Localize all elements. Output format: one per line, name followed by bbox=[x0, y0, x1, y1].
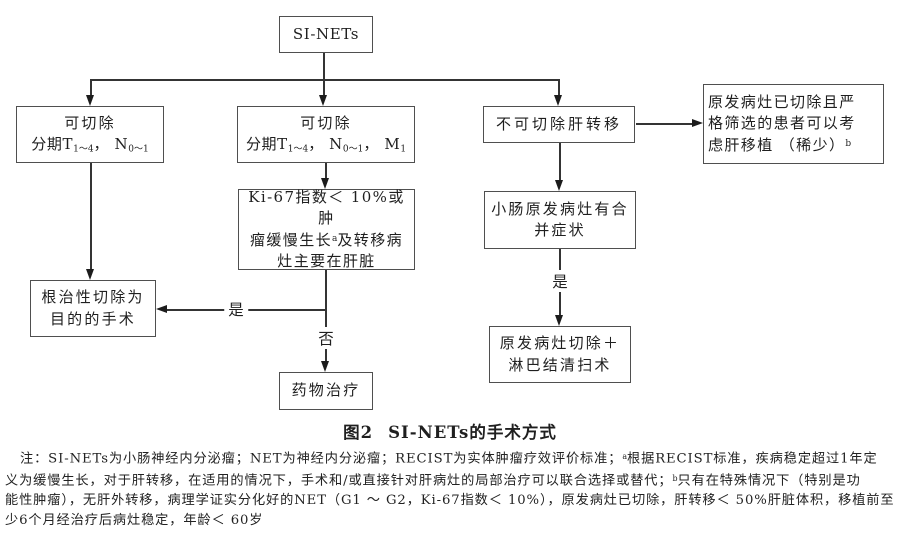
arrowhead-into-radical-right bbox=[156, 305, 167, 313]
node-radical-surgery-line1: 根治性切除为 bbox=[41, 288, 145, 307]
node-liver-transplant-line3: 虑肝移植 （稀少）b bbox=[708, 135, 852, 154]
edge-unresectable-to-symptoms bbox=[559, 143, 561, 181]
node-primary-symptoms: 小肠原发病灶有合 并症状 bbox=[484, 191, 636, 249]
node-radical-surgery: 根治性切除为 目的的手术 bbox=[30, 280, 156, 337]
node-liver-transplant-line1: 原发病灶已切除且严 bbox=[708, 93, 856, 112]
node-resectable-m1-line1: 可切除 bbox=[300, 113, 352, 132]
figure-number: 图2 bbox=[343, 423, 374, 442]
edge-root-stem bbox=[323, 53, 325, 80]
node-resection-lymphadenectomy-line2: 淋巴结清扫术 bbox=[508, 355, 612, 374]
node-liver-transplant-line2: 格筛选的患者可以考 bbox=[708, 114, 856, 133]
node-drug-therapy: 药物治疗 bbox=[279, 372, 373, 410]
edge-to-transplant bbox=[636, 123, 693, 125]
figure-caption: 图2 SI-NETs的手术方式 bbox=[0, 419, 900, 443]
edge-label-yes-left: 是 bbox=[224, 298, 248, 320]
edge-label-no: 否 bbox=[314, 327, 338, 349]
node-root-label: SI-NETs bbox=[292, 24, 360, 43]
node-primary-symptoms-line2: 并症状 bbox=[534, 221, 586, 239]
footnote-line-1: 注：SI-NETs为小肠神经内分泌瘤；NET为神经内分泌瘤；RECIST为实体肿… bbox=[20, 451, 878, 467]
edge-resectable-to-radical bbox=[90, 163, 92, 270]
node-ki67-line1: Ki-67指数＜ 10%或肿 bbox=[248, 187, 405, 228]
node-resection-lymphadenectomy-line1: 原发病灶切除＋ bbox=[499, 334, 621, 353]
node-drug-therapy-label: 药物治疗 bbox=[291, 381, 361, 400]
node-resectable-m1: 可切除 分期T1～4， N0～1， M1 bbox=[237, 106, 415, 163]
edge-m1-to-ki67 bbox=[325, 163, 327, 179]
edge-drop-right bbox=[558, 79, 560, 96]
arrowhead-into-radical bbox=[86, 269, 94, 280]
node-primary-symptoms-line1: 小肠原发病灶有合 bbox=[491, 199, 629, 218]
node-ki67-line2: 瘤缓慢生长a及转移病 bbox=[250, 230, 403, 249]
arrowhead-into-resectable-m1 bbox=[319, 95, 327, 106]
node-resectable-line1: 可切除 bbox=[64, 113, 116, 132]
node-unresectable-liver-mets-label: 不可切除肝转移 bbox=[495, 114, 622, 133]
node-resectable-m1-line2: 分期T1～4， N0～1， M1 bbox=[245, 135, 407, 155]
arrowhead-into-drug bbox=[321, 361, 329, 372]
node-ki67-criteria: Ki-67指数＜ 10%或肿 瘤缓慢生长a及转移病 灶主要在肝脏 bbox=[238, 187, 415, 270]
node-liver-transplant: 原发病灶已切除且严 格筛选的患者可以考 虑肝移植 （稀少）b bbox=[703, 84, 884, 164]
node-resectable: 可切除 分期T1～4， N0～1 bbox=[16, 106, 164, 163]
node-radical-surgery-line2: 目的的手术 bbox=[49, 309, 136, 328]
node-resection-lymphadenectomy: 原发病灶切除＋ 淋巴结清扫术 bbox=[489, 326, 631, 383]
edge-ki67-no bbox=[325, 270, 327, 362]
figure-title: SI-NETs的手术方式 bbox=[388, 423, 557, 442]
figure-footnote: 注：SI-NETs为小肠神经内分泌瘤；NET为神经内分泌瘤；RECIST为实体肿… bbox=[5, 447, 897, 530]
arrowhead-into-lymphadenectomy bbox=[555, 315, 563, 326]
node-unresectable-liver-mets: 不可切除肝转移 bbox=[483, 106, 635, 143]
node-root: SI-NETs bbox=[279, 16, 373, 53]
footnote-line-4: 少6个月经治疗后病灶稳定，年龄＜ 60岁 bbox=[5, 512, 264, 528]
arrowhead-into-transplant bbox=[692, 119, 703, 127]
node-resectable-line2: 分期T1～4， N0～1 bbox=[31, 135, 149, 155]
footnote-line-2: 义为缓慢生长，对于肝转移，在适用的情况下，手术和/或直接针对肝病灶的局部治疗可以… bbox=[5, 473, 861, 489]
arrowhead-into-ki67 bbox=[321, 178, 329, 189]
footnote-line-3: 能性肿瘤），无肝外转移，病理学证实分化好的NET（G1 ～ G2，Ki-67指数… bbox=[5, 493, 895, 509]
edge-drop-left bbox=[90, 79, 92, 96]
arrowhead-into-unresectable bbox=[554, 95, 562, 106]
arrowhead-into-symptoms bbox=[555, 180, 563, 191]
edge-drop-mid bbox=[323, 79, 325, 96]
node-ki67-line3: 灶主要在肝脏 bbox=[277, 251, 376, 270]
edge-label-yes-right: 是 bbox=[548, 270, 572, 292]
arrowhead-into-resectable bbox=[86, 95, 94, 106]
